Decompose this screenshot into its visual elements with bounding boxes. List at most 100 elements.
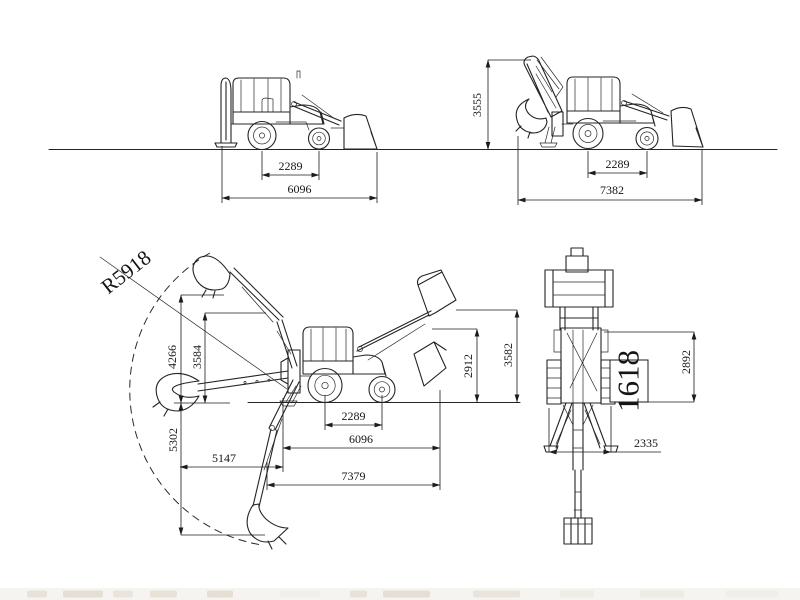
stabilizers-plan [549,402,607,449]
extension-lines [221,146,378,203]
joint-pin [269,425,275,431]
backhoe-bucket-plan [563,517,593,545]
dim-bl-max-length-text: 7379 [342,469,366,483]
extension-lines [282,390,441,453]
engine-hood [352,354,387,377]
backhoe-boom-plan [572,402,584,519]
stabilizer-braces [555,409,601,445]
dim-pr-axle-track: 1618 [609,350,649,412]
chassis [561,120,637,125]
dim-tl-length-text: 6096 [288,182,312,196]
dim-bl-clearance-text: 2912 [461,354,475,378]
arm-extended [197,370,289,392]
backhoe-bucket-raised [192,255,231,299]
dim-bl-hinge-height-text: 3582 [501,343,515,367]
tractor-top-right [515,55,704,151]
rear-wheel [247,120,277,151]
rear-wheels-plan [546,359,616,405]
dim-tl-wheelbase: 2289 [261,151,320,180]
dim-bl-dump-height-text: 3584 [190,345,204,369]
rear-wheel-hub [321,381,329,390]
chassis [299,373,371,377]
cab [232,77,291,125]
loader-bucket-plan [544,269,614,308]
cab-pillars-seat [240,70,301,113]
dim-bl-overall-length: 6096 [282,390,441,453]
loader-bucket [670,106,704,148]
front-wheel-hub [379,386,385,393]
bolt [243,381,247,384]
loader-bucket-dumping [416,269,457,317]
loader-pivot [291,101,297,107]
kingpost [280,349,301,394]
strip-blob [473,590,520,598]
dim-tr-wheelbase: 2289 [587,151,648,178]
strip-blob [383,590,430,598]
backhoe-position-dig-depth [246,379,300,550]
extension-lines [174,402,265,536]
front-wheel-rim [312,131,326,146]
loader-cylinder [301,94,336,120]
dim-pr-stabilizer-width: 2335 [548,406,661,455]
dim-pr-width-text: 2892 [679,350,693,374]
dim-pr-stab-width-text: 2335 [634,436,658,450]
body-structure [553,329,609,404]
dim-bl-depth-text: 5302 [166,428,180,452]
strip-blob [726,590,778,598]
machine-plan [543,247,619,545]
dim-bl-radius-text: R5918 [97,245,156,298]
dim-tl-overall-length: 6096 [221,146,378,203]
front-wheel-hub [644,136,650,141]
loader-arm-raised [356,310,432,352]
extension-lines [517,136,703,205]
dim-bl-wheelbase: 2289 [324,395,383,430]
loader-cylinder [631,93,664,114]
dim-bl-loading-height-text: 4266 [165,345,179,369]
dim-pr-overall-width: 2892 [604,331,697,403]
dim-bl-hinge-pin-height: 3582 [456,309,520,403]
dim-bl-loading-height: 4266 [165,294,224,404]
cab-pillars [574,77,613,112]
kingpost [551,111,564,137]
dim-tr-wheelbase-text: 2289 [606,157,630,171]
boom-joints [562,404,594,511]
strip-blob [350,590,367,598]
loader-arm [622,100,670,121]
loader-mast-plan [565,247,589,273]
backhoe-boom-folded [523,55,563,118]
stabilizer-leg [539,126,558,148]
cab [302,326,354,375]
backhoe-position-raised [192,255,298,369]
view-side-backhoe-raised: 3555 2289 7382 [470,55,704,205]
view-working-range: R5918 [97,245,521,550]
dim-tr-height-text: 3555 [470,93,484,117]
cab-pillars [310,327,347,362]
front-wheel-rim [373,381,391,398]
dim-tr-transport-height: 3555 [470,59,531,150]
dig-envelope-arc [129,252,263,546]
dim-bl-length-text: 6096 [349,432,373,446]
tyre-treads [546,367,616,399]
loader-pivot [621,100,627,106]
bolt [267,378,271,382]
stabilizer-leg [279,385,302,407]
dim-tr-length-text: 7382 [600,183,624,197]
radius-leader-line [99,256,288,390]
backhoe-bucket-curled [515,98,548,139]
strip-blob [113,590,133,598]
cylinder [263,418,283,471]
tractor-bottom-left [279,269,457,407]
loader-pivot [357,346,363,352]
front-wheel [307,127,331,150]
dim-bl-dump-clearance: 2912 [432,328,480,403]
rear-wheel [572,117,604,150]
thumbnail-strip [0,588,800,600]
dim-bl-wheelbase-text: 2289 [342,409,366,423]
backhoe-bucket-digging [246,503,289,550]
loader-cylinder [367,323,426,361]
rear-wheel-rim [314,374,336,397]
stabilizer-feet [543,445,619,453]
strip-blob [640,590,684,598]
